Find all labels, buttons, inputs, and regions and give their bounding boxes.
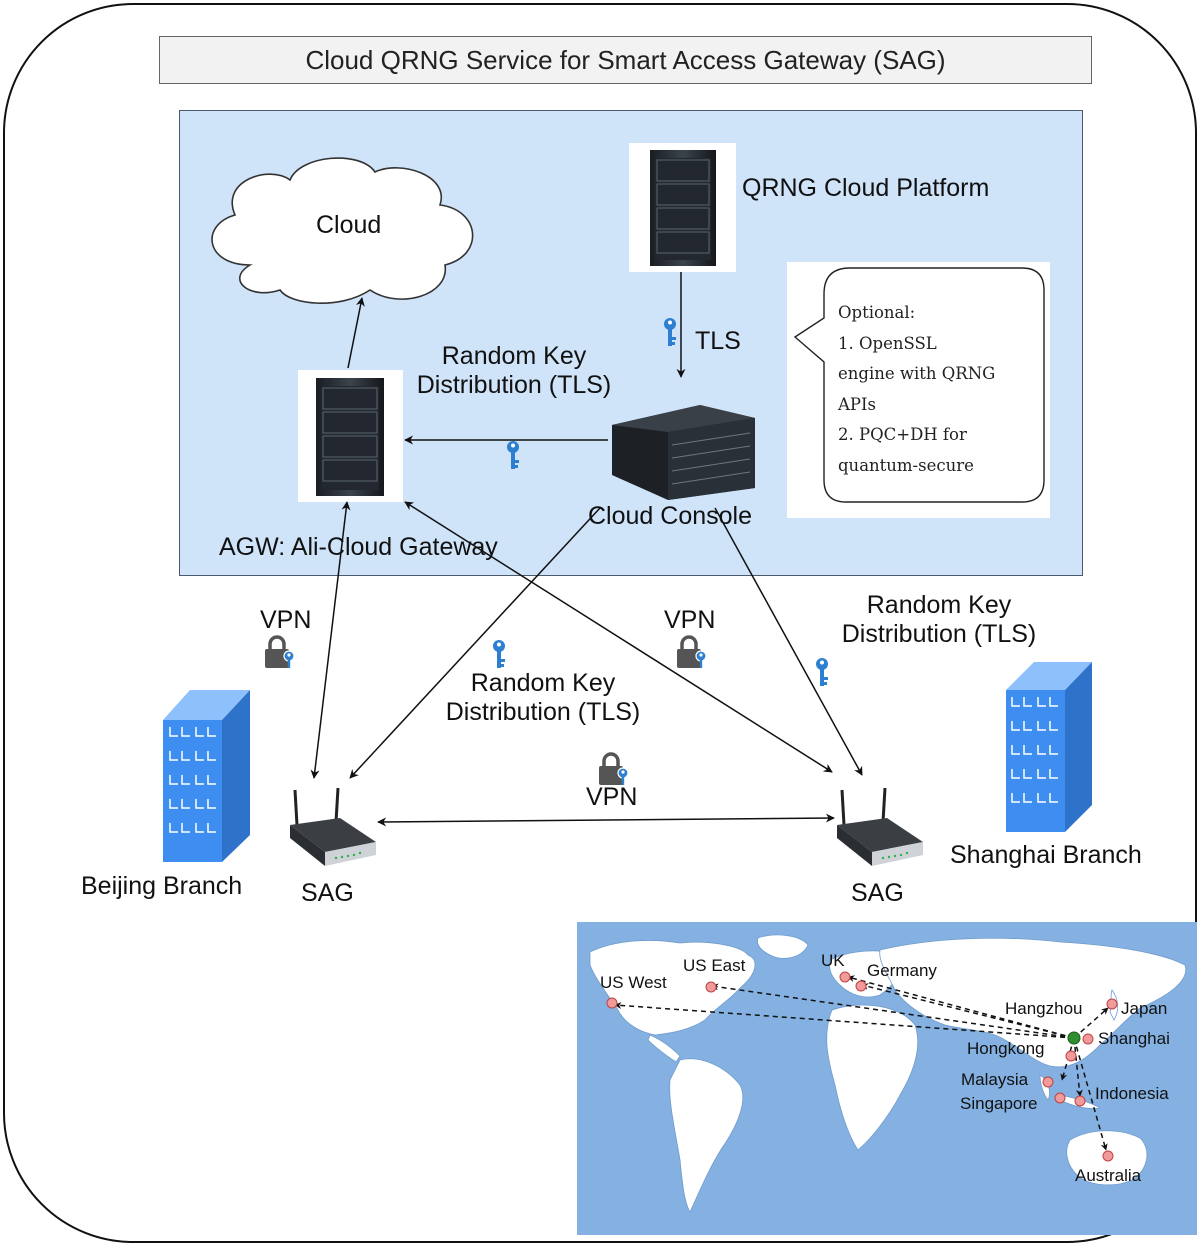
vpn-center-label: VPN — [664, 606, 716, 634]
key-icon-mid-distribution — [493, 640, 505, 668]
rkd-right-line2: Distribution (TLS) — [841, 620, 1037, 648]
map-label-malaysia: Malaysia — [961, 1070, 1029, 1089]
arrow-agw-sag-right — [404, 501, 833, 773]
tls-label: TLS — [695, 327, 741, 355]
arrow-agw-sag-left — [310, 501, 351, 779]
rkd-right-label: Random Key Distribution (TLS) — [830, 591, 1048, 649]
sag-right-router-icon — [837, 787, 923, 866]
lock-icon-vpn-left — [263, 635, 296, 670]
arrow-console-to-sag-left — [349, 507, 601, 779]
note-line: APIs — [838, 394, 877, 414]
rkd-top-label: Random Key Distribution (TLS) — [405, 342, 623, 400]
beijing-branch-label: Beijing Branch — [81, 872, 243, 900]
key-icon-right-distribution — [816, 658, 828, 686]
sag-left-label: SAG — [301, 879, 354, 907]
cloud-shape — [211, 157, 474, 304]
note-line: Optional: — [838, 303, 916, 322]
note-line: 1. OpenSSL — [838, 333, 937, 353]
map-label-singapore: Singapore — [960, 1094, 1038, 1113]
arrow-agw-to-cloud — [347, 297, 365, 369]
map-label-indonesia: Indonesia — [1095, 1084, 1169, 1103]
rkd-top-line1: Random Key — [441, 342, 587, 370]
agw-label: AGW: Ali-Cloud Gateway — [219, 533, 498, 561]
sag-right-label: SAG — [851, 879, 904, 907]
shanghai-branch-label: Shanghai Branch — [950, 841, 1142, 869]
map-label-australia: Australia — [1075, 1166, 1142, 1185]
map-label-uk: UK — [821, 951, 845, 970]
note-line: engine with QRNG — [838, 364, 996, 383]
key-icon-top-distribution — [507, 441, 519, 469]
map-label-shanghai: Shanghai — [1098, 1029, 1170, 1048]
vpn-bottom-label: VPN — [586, 783, 638, 811]
agw-server-icon — [316, 378, 384, 496]
rkd-mid-line2: Distribution (TLS) — [445, 698, 641, 726]
key-icon-tls — [664, 318, 676, 346]
arrow-sag-to-sag — [377, 813, 835, 827]
map-label-us-west: US West — [600, 973, 667, 992]
map-label-hangzhou: Hangzhou — [1005, 999, 1083, 1018]
map-label-japan: Japan — [1121, 999, 1168, 1018]
cloud-console-server-icon — [612, 405, 755, 500]
qrng-server-icon — [650, 150, 716, 266]
sag-left-router-icon — [290, 787, 376, 866]
note-text: Optional: 1. OpenSSL engine with QRNG AP… — [838, 298, 1043, 481]
outer-frame — [3, 3, 1197, 1243]
rkd-top-line2: Distribution (TLS) — [416, 371, 612, 399]
shanghai-building-icon — [1006, 662, 1092, 832]
vpn-left-label: VPN — [260, 606, 312, 634]
map-label-hongkong: Hongkong — [967, 1039, 1045, 1058]
diagram-title: Cloud QRNG Service for Smart Access Gate… — [159, 36, 1092, 84]
arrow-console-to-sag-right — [714, 507, 863, 776]
beijing-building-icon — [163, 690, 250, 862]
lock-icon-vpn-bottom — [597, 752, 630, 787]
rkd-right-line1: Random Key — [866, 591, 1012, 619]
note-bubble — [793, 267, 1045, 503]
rkd-mid-line1: Random Key — [470, 669, 616, 697]
rkd-mid-label: Random Key Distribution (TLS) — [434, 669, 652, 727]
cloud-console-label: Cloud Console — [588, 502, 752, 530]
note-line: 2. PQC+DH for — [838, 425, 967, 444]
map-label-us-east: US East — [683, 956, 746, 975]
qrng-platform-label: QRNG Cloud Platform — [742, 174, 990, 202]
lock-icon-vpn-center — [675, 635, 708, 670]
map-label-germany: Germany — [867, 961, 937, 980]
cloud-label: Cloud — [316, 211, 382, 239]
note-line: quantum-secure — [838, 455, 974, 475]
world-map — [577, 922, 1197, 1235]
